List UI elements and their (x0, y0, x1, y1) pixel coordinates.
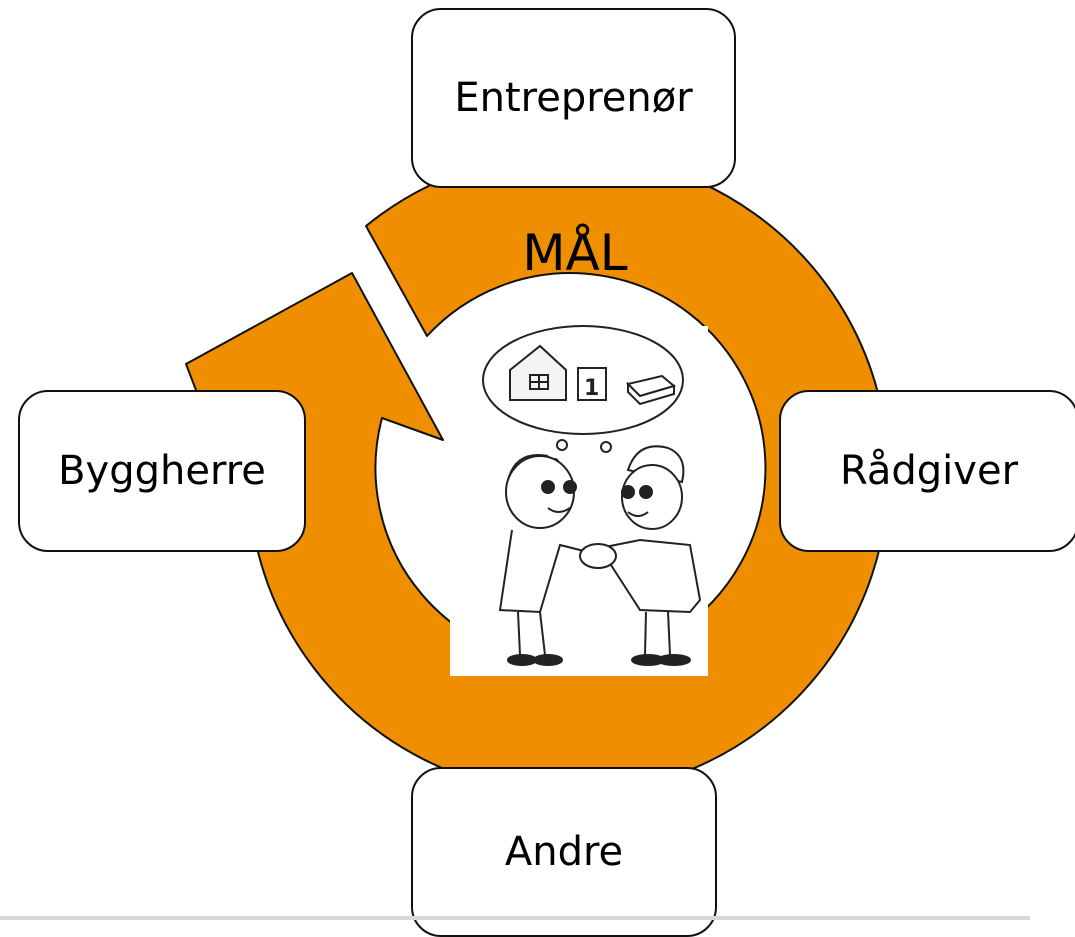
money-icon (626, 374, 677, 406)
handshake-illustration: 1 (450, 325, 708, 676)
house-icon (509, 344, 567, 401)
builder-figure (598, 445, 702, 666)
node-byggherre: Byggherre (18, 390, 306, 552)
node-entreprenor: Entreprenør (411, 8, 736, 188)
handshake-hands (579, 543, 617, 569)
calendar-icon: 1 (577, 367, 607, 401)
svg-text:1: 1 (584, 376, 599, 401)
businessman-figure (498, 454, 601, 666)
footer-divider (0, 916, 1030, 920)
node-andre: Andre (411, 767, 717, 937)
node-radgiver: Rådgiver (779, 390, 1075, 552)
goal-label: MÅL (522, 224, 628, 282)
cycle-arrow (185, 152, 890, 795)
